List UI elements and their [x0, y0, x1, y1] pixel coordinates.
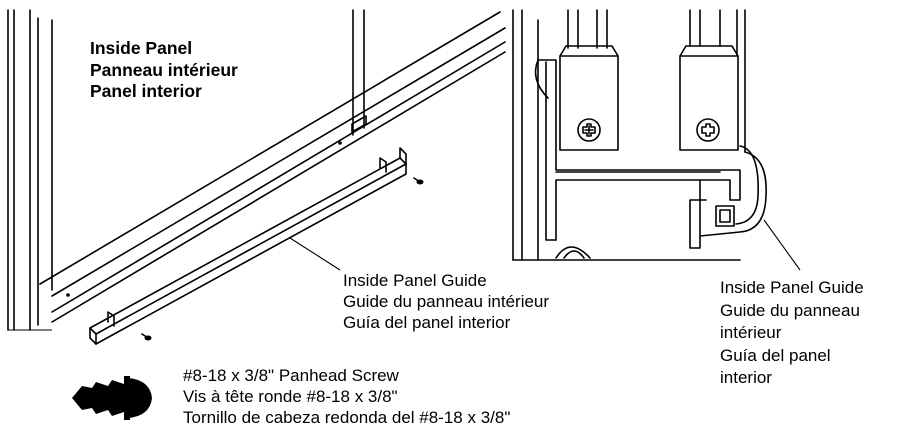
guide-label-right: Inside Panel Guide Guide du panneau inté…: [720, 277, 864, 390]
guide-label-right-es-2: interior: [720, 368, 772, 387]
guide-label-right-en: Inside Panel Guide: [720, 278, 864, 297]
guide-label-left-en: Inside Panel Guide: [343, 271, 487, 290]
guide-label-right-fr-2: intérieur: [720, 323, 782, 342]
inside-panel-label-fr: Panneau intérieur: [90, 59, 238, 80]
right-cross-section: [512, 9, 767, 261]
guide-label-left: Inside Panel Guide Guide du panneau inté…: [343, 270, 549, 333]
inside-panel-label-es: Panel interior: [90, 81, 202, 101]
guide-label-left-es: Guía del panel interior: [343, 313, 511, 332]
inside-panel-guide-part: [89, 147, 407, 345]
screw-label-en: #8-18 x 3/8" Panhead Screw: [183, 366, 399, 385]
screw-label-es: Tornillo de cabeza redonda del #8-18 x 3…: [183, 408, 511, 427]
inside-panel-label-en: Inside Panel: [90, 38, 193, 58]
inside-panel-label: Inside Panel Panneau intérieur Panel int…: [90, 38, 238, 103]
guide-label-left-fr: Guide du panneau intérieur: [343, 292, 550, 311]
guide-label-right-es-1: Guía del panel: [720, 345, 831, 365]
screws-small: [141, 177, 424, 341]
left-door-frame: [7, 9, 53, 331]
guide-label-right-fr-1: Guide du panneau: [720, 300, 860, 320]
inside-panel: [39, 9, 506, 323]
panhead-screw-icon: [72, 376, 152, 420]
guide-leader-right: [763, 219, 801, 271]
screw-label: #8-18 x 3/8" Panhead Screw Vis à tête ro…: [183, 365, 510, 428]
guide-leader-left: [289, 237, 341, 271]
screw-label-fr: Vis à tête ronde #8-18 x 3/8": [183, 387, 398, 406]
